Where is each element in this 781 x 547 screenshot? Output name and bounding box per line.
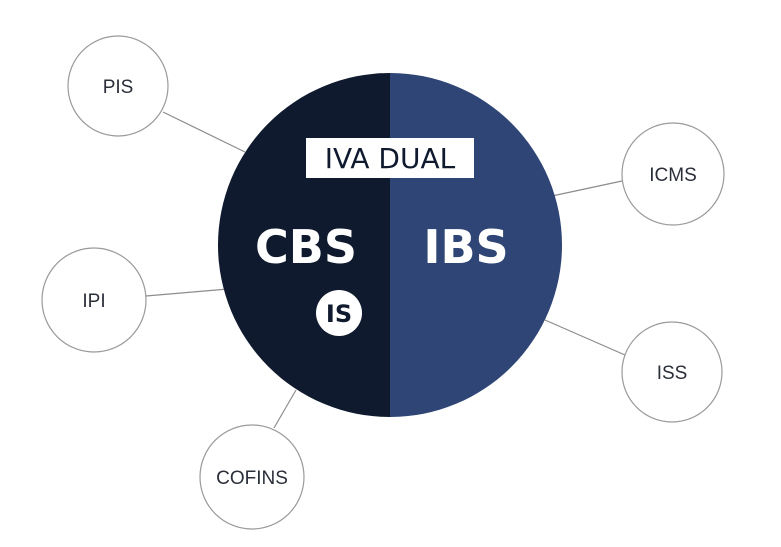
iva-dual-badge-text: IVA DUAL [325,142,456,175]
connector-pis [162,111,246,153]
connector-iss [544,319,626,356]
satellite-icms: ICMS [621,122,725,226]
satellite-cofins-label: COFINS [216,468,288,489]
satellite-cofins: COFINS [199,424,305,530]
satellite-pis-label: PIS [103,77,134,98]
satellite-ipi-circle [41,247,147,353]
satellite-pis: PIS [67,35,169,137]
satellite-pis-circle [67,35,169,137]
ibs-label: IBS [423,220,508,274]
cbs-label: CBS [255,220,357,274]
connector-cofins [273,389,297,429]
satellite-iss-label: ISS [657,363,688,384]
connector-icms [551,180,623,197]
satellite-icms-label: ICMS [649,165,697,186]
satellite-ipi: IPI [41,247,147,353]
satellite-ipi-label: IPI [82,291,105,312]
is-badge-text: IS [326,300,352,328]
connectors [145,111,626,429]
is-badge: IS [316,290,362,336]
satellite-iss-circle [621,321,723,423]
is-badge-circle [316,290,362,336]
satellite-cofins-circle [199,424,305,530]
connector-ipi [145,288,229,297]
iva-dual-badge-bg [306,138,474,178]
satellite-iss: ISS [621,321,723,423]
satellite-icms-circle [621,122,725,226]
iva-dual-badge: IVA DUAL [306,138,474,178]
